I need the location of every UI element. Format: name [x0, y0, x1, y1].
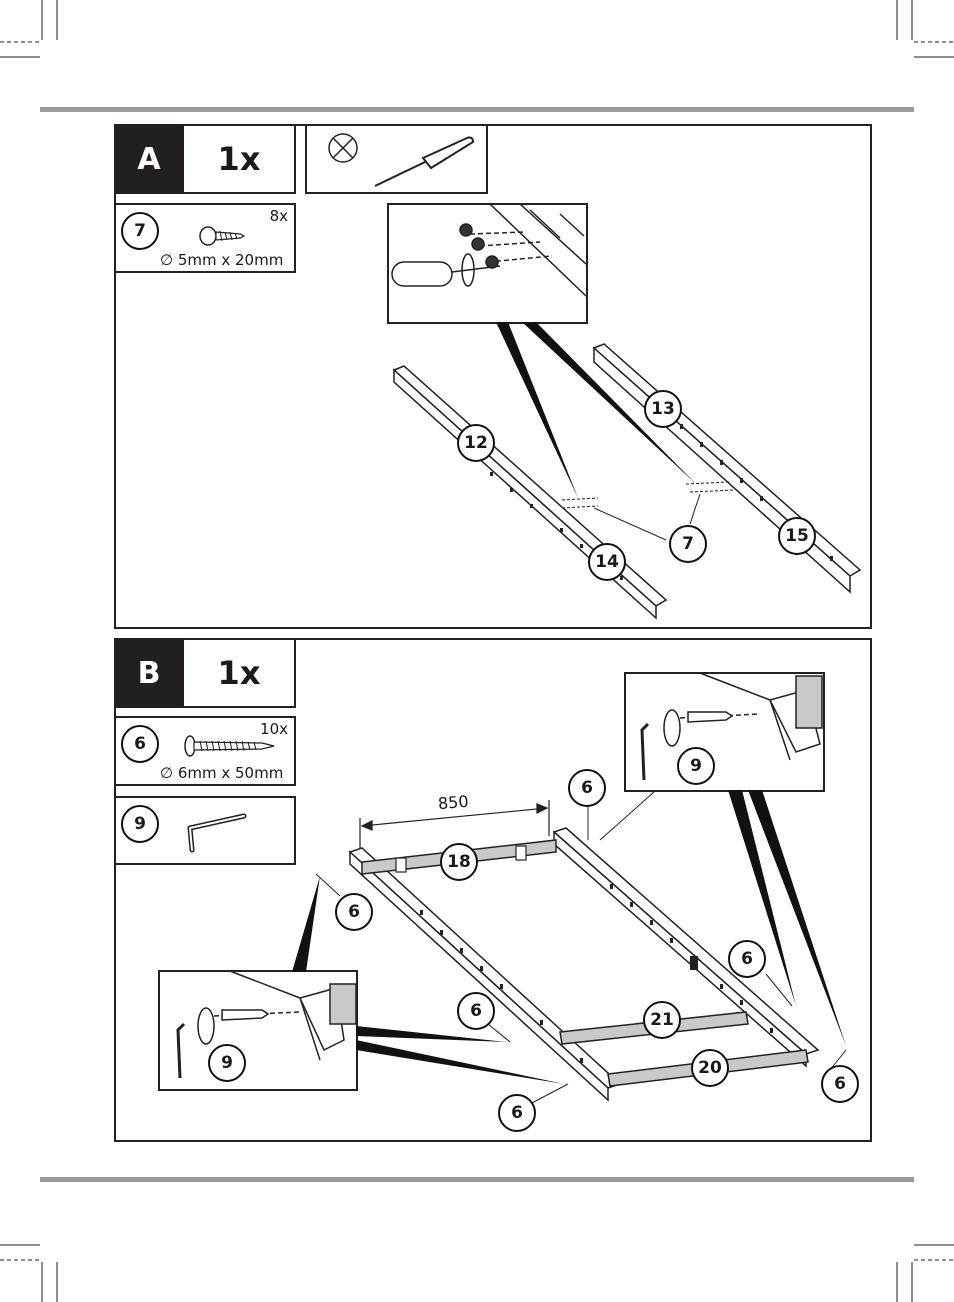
screw-icon: [199, 226, 246, 246]
part-7-label: 7: [669, 525, 707, 563]
part-9-label-left: 9: [208, 1044, 246, 1082]
hardware-b-size: ∅ 6mm x 50mm: [160, 764, 284, 782]
part-9-label-right: 9: [677, 747, 715, 785]
step-a-letter: A: [114, 124, 184, 194]
part-6-label-right-upper: 6: [728, 940, 766, 978]
part-6-badge: 6: [121, 725, 159, 763]
part-21-label: 21: [643, 1001, 681, 1039]
part-7-badge: 7: [121, 212, 159, 250]
hardware-a-count: 8x: [269, 207, 288, 225]
screw-icon: [184, 735, 275, 757]
screwdriver-icon: [374, 136, 475, 187]
bottom-rule: [40, 1177, 914, 1182]
step-b-quantity: 1x: [182, 638, 296, 708]
part-6-label-bottom: 6: [498, 1094, 536, 1132]
part-18-label: 18: [440, 843, 478, 881]
part-12-label: 12: [457, 424, 495, 462]
part-13-label: 13: [644, 390, 682, 428]
hardware-b-count: 10x: [260, 720, 288, 738]
part-6-label-right-lower: 6: [821, 1065, 859, 1103]
no-power-tool-box: [305, 124, 488, 194]
part-20-label: 20: [691, 1049, 729, 1087]
step-a-quantity: 1x: [182, 124, 296, 194]
part-6-label-left: 6: [335, 893, 373, 931]
part-15-label: 15: [778, 517, 816, 555]
part-14-label: 14: [588, 543, 626, 581]
step-a-panel: [114, 124, 872, 629]
allen-key-icon: [187, 813, 247, 853]
part-6-label-top: 6: [568, 769, 606, 807]
dimension-label: 850: [437, 791, 470, 814]
hardware-box-b: 6 10x ∅ 6mm x 50mm: [114, 716, 296, 786]
tool-box-b: 9: [114, 796, 296, 865]
top-rule: [40, 107, 914, 112]
part-6-label-center: 6: [457, 992, 495, 1030]
hardware-box-a: 7 8x ∅ 5mm x 20mm: [114, 203, 296, 273]
step-b-letter: B: [114, 638, 184, 708]
part-9-badge: 9: [121, 805, 159, 843]
hardware-a-size: ∅ 5mm x 20mm: [160, 251, 284, 269]
crossed-circle-icon: [328, 133, 358, 163]
